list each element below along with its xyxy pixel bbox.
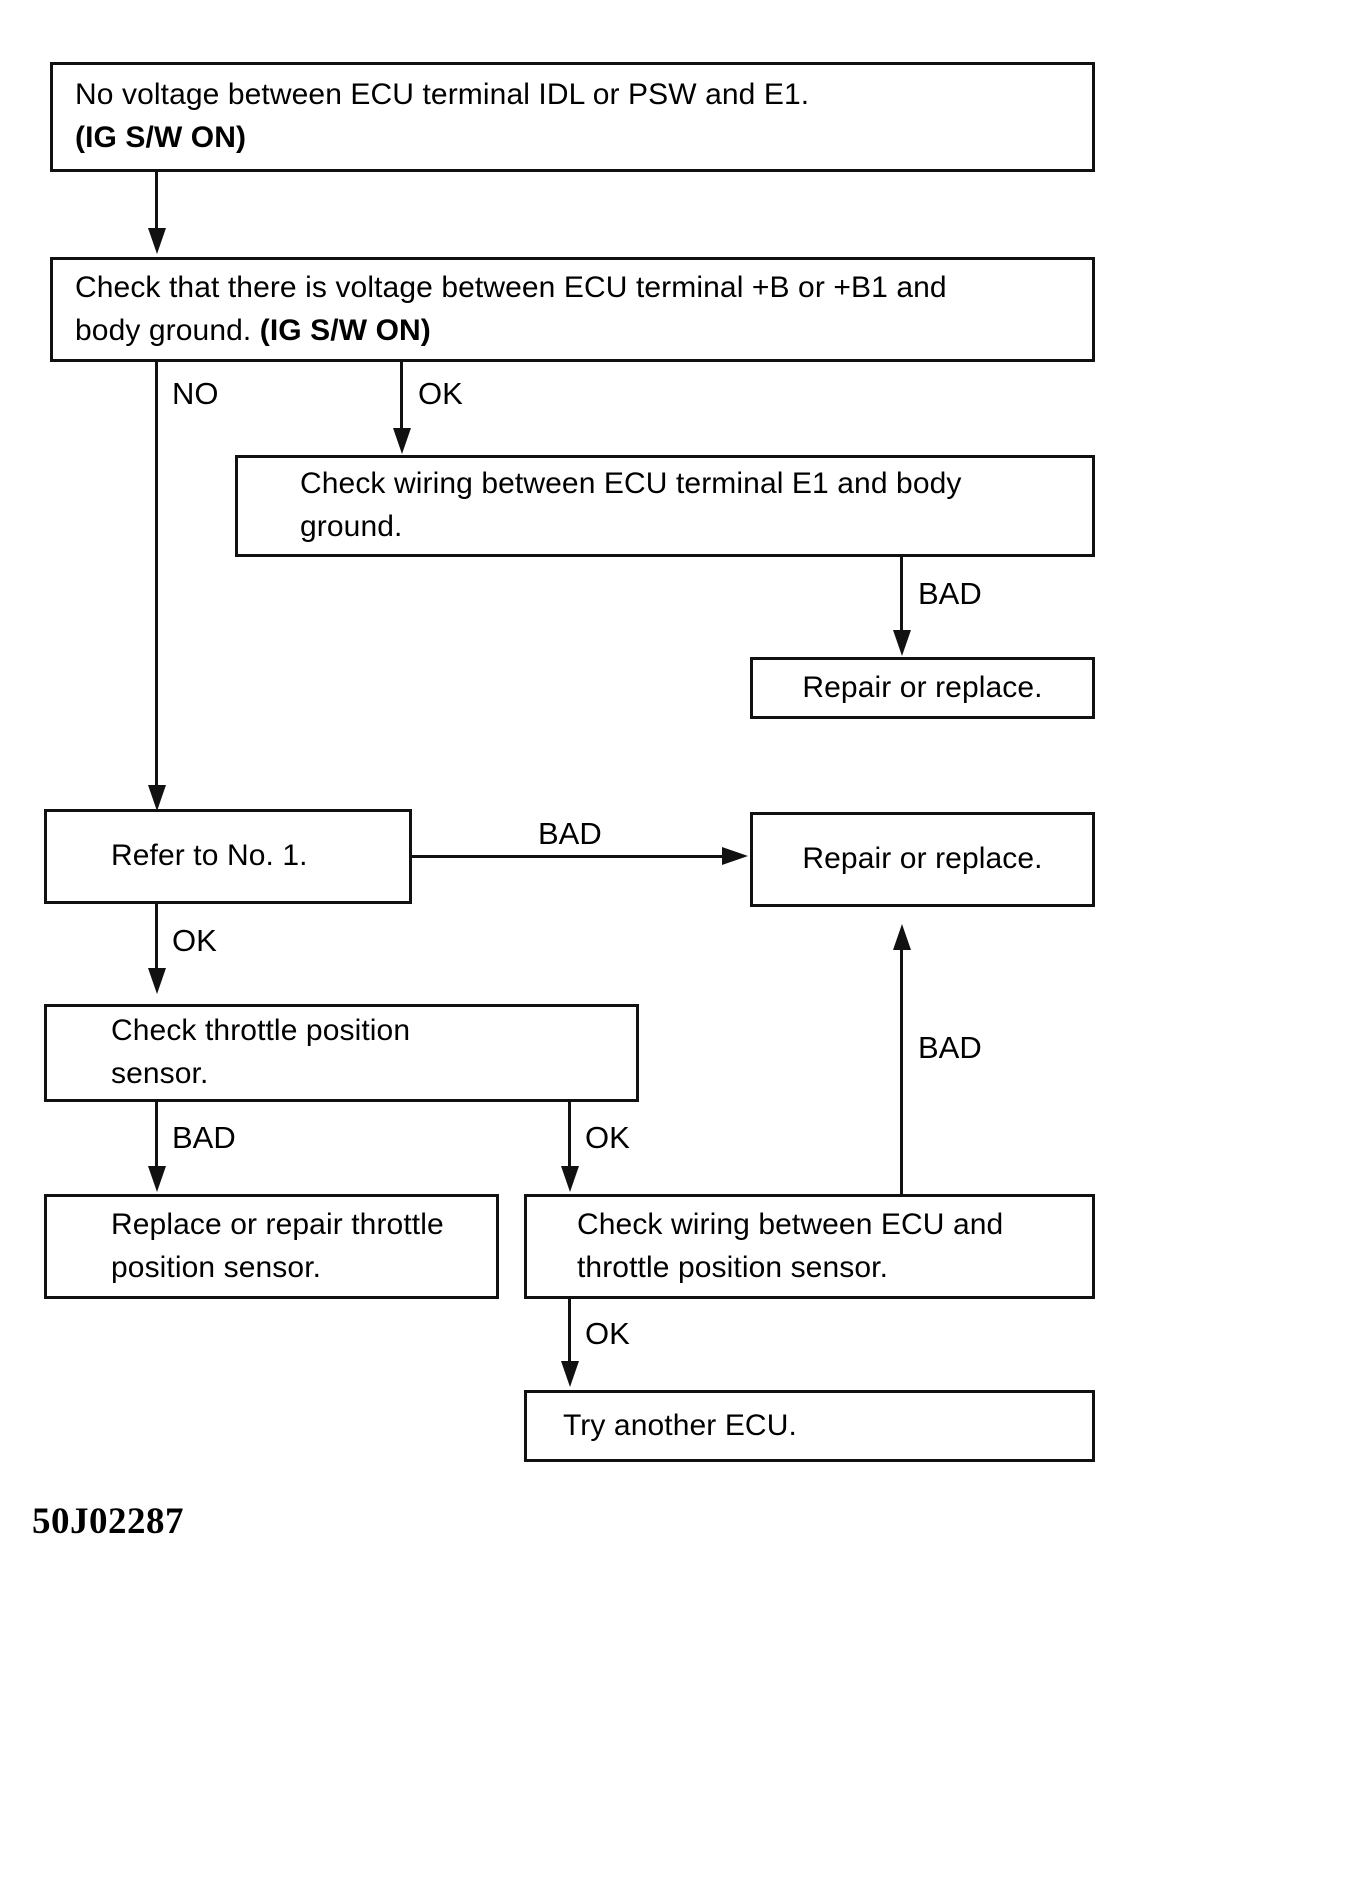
node-check-voltage-b: Check that there is voltage between ECU … <box>50 257 1095 362</box>
figure-code: 50J02287 <box>32 1501 184 1542</box>
edge-label-tpswiring-bad: BAD <box>918 1030 982 1065</box>
edge-start-to-checkb-line <box>155 172 158 232</box>
edge-tps-bad-line <box>155 1102 158 1172</box>
edge-tpswiring-ok-line <box>568 1299 571 1367</box>
edge-checkb-no-line <box>155 362 158 792</box>
node-replace-throttle-position-sensor: Replace or repair throttle position sens… <box>44 1194 499 1299</box>
edge-e1wiring-bad-arrowhead <box>893 630 911 656</box>
node-check-ecu-tps-wiring-label: Check wiring between ECU and throttle po… <box>577 1207 1004 1284</box>
edge-label-tpswiring-ok: OK <box>585 1316 630 1351</box>
node-check-ecu-tps-wiring: Check wiring between ECU and throttle po… <box>524 1194 1095 1299</box>
edge-label-checkb-ok: OK <box>418 376 463 411</box>
edge-label-tps-ok: OK <box>585 1120 630 1155</box>
edge-checkb-no-arrowhead <box>148 785 166 811</box>
node-no-voltage-start: No voltage between ECU terminal IDL or P… <box>50 62 1095 172</box>
edge-e1wiring-bad-line <box>900 557 903 637</box>
node-check-e1-wiring-label: Check wiring between ECU terminal E1 and… <box>300 467 962 543</box>
edge-checkb-ok-line <box>400 362 403 434</box>
edge-tps-ok-arrowhead <box>561 1166 579 1192</box>
edge-label-refer-bad: BAD <box>538 816 602 851</box>
node-check-throttle-position-sensor-label: Check throttle position sensor. <box>111 1014 411 1090</box>
node-replace-throttle-position-sensor-label: Replace or repair throttle position sens… <box>111 1207 444 1284</box>
node-no-voltage-start-label: No voltage between ECU terminal IDL or P… <box>75 78 810 154</box>
edge-label-checkb-no: NO <box>172 376 219 411</box>
edge-tpswiring-bad-arrowhead <box>893 924 911 950</box>
node-try-another-ecu: Try another ECU. <box>524 1390 1095 1462</box>
node-refer-to-no-1: Refer to No. 1. <box>44 809 412 904</box>
node-refer-to-no-1-label: Refer to No. 1. <box>111 839 308 873</box>
edge-label-e1wiring-bad: BAD <box>918 576 982 611</box>
edge-label-tps-bad: BAD <box>172 1120 236 1155</box>
edge-refer-bad-arrowhead <box>722 847 748 865</box>
edge-label-refer-ok: OK <box>172 923 217 958</box>
edge-tps-bad-arrowhead <box>148 1166 166 1192</box>
edge-refer-bad-line <box>412 855 724 858</box>
node-repair-or-replace-1-label: Repair or replace. <box>802 670 1043 704</box>
node-check-voltage-b-label: Check that there is voltage between ECU … <box>75 270 947 347</box>
node-check-e1-wiring: Check wiring between ECU terminal E1 and… <box>235 455 1095 557</box>
node-repair-or-replace-2: Repair or replace. <box>750 812 1095 907</box>
edge-refer-ok-arrowhead <box>148 968 166 994</box>
node-repair-or-replace-1: Repair or replace. <box>750 657 1095 719</box>
node-check-throttle-position-sensor: Check throttle position sensor. <box>44 1004 639 1102</box>
edge-tpswiring-bad-line <box>900 950 903 1194</box>
node-repair-or-replace-2-label: Repair or replace. <box>802 842 1043 876</box>
edge-start-to-checkb-arrowhead <box>148 228 166 254</box>
edge-tpswiring-ok-arrowhead <box>561 1361 579 1387</box>
edge-refer-ok-line <box>155 904 158 974</box>
edge-tps-ok-line <box>568 1102 571 1172</box>
edge-checkb-ok-arrowhead <box>393 428 411 454</box>
node-try-another-ecu-label: Try another ECU. <box>563 1408 797 1442</box>
